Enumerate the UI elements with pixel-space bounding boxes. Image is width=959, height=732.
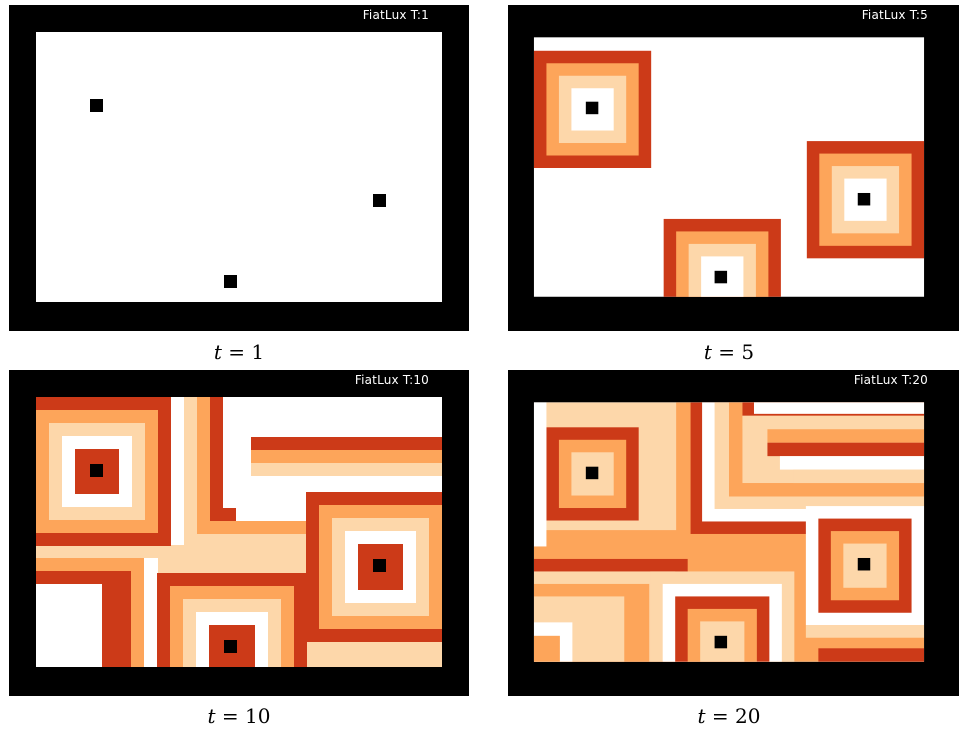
- caption-t20: t = 20: [508, 704, 950, 728]
- panel-t10: FiatLux T:10: [9, 370, 469, 696]
- light-source: [858, 193, 870, 205]
- light-source: [224, 640, 237, 653]
- panel-title: FiatLux T:1: [363, 8, 429, 22]
- grid-t20: [508, 370, 950, 696]
- light-source: [858, 558, 870, 570]
- grid-t10: [9, 370, 469, 696]
- panel-title: FiatLux T:20: [854, 373, 928, 387]
- light-source: [90, 99, 103, 112]
- light-source: [224, 275, 237, 288]
- light-source: [373, 194, 386, 207]
- light-source: [373, 559, 386, 572]
- grid-t5: [508, 5, 950, 331]
- light-source: [715, 271, 727, 283]
- panel-title: FiatLux T:10: [355, 373, 429, 387]
- caption-t10: t = 10: [9, 704, 469, 728]
- panel-title: FiatLux T:5: [862, 8, 928, 22]
- light-source: [586, 102, 598, 114]
- caption-t5: t = 5: [508, 340, 950, 364]
- grid-t1: [9, 5, 469, 331]
- light-source: [715, 636, 727, 648]
- panel-t1: FiatLux T:1: [9, 5, 469, 331]
- panel-t20: FiatLux T:20: [508, 370, 959, 696]
- caption-t1: t = 1: [9, 340, 469, 364]
- light-source: [90, 464, 103, 477]
- light-source: [586, 467, 598, 479]
- panel-t5: FiatLux T:5: [508, 5, 959, 331]
